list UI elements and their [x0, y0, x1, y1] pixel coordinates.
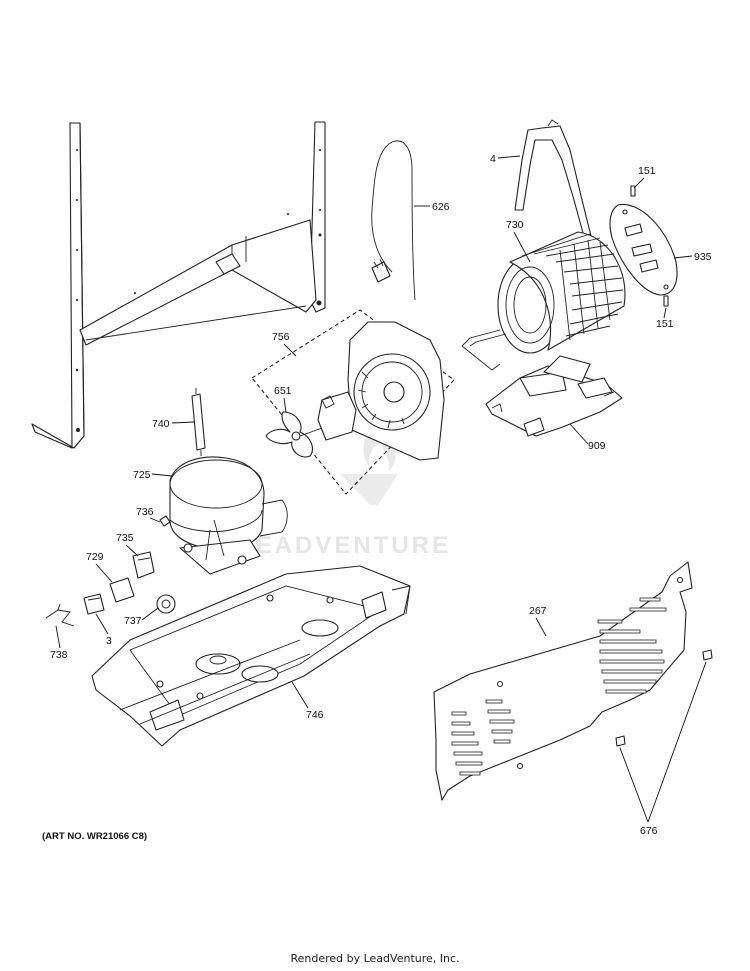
callout-730: 730 [506, 219, 524, 231]
callout-740: 740 [152, 418, 170, 430]
callout-736: 736 [136, 506, 154, 518]
condenser-coil [461, 231, 626, 371]
power-cord [371, 140, 416, 301]
callouts: 4 151 626 730 935 151 756 651 740 909 72… [50, 153, 712, 837]
cover-plate [609, 185, 678, 307]
watermark-text: LEADVENTURE [238, 532, 451, 559]
footer-credit: Rendered by LeadVenture, Inc. [290, 952, 460, 965]
callout-4: 4 [490, 153, 496, 165]
fan-assembly [251, 309, 455, 495]
callout-735: 735 [116, 532, 134, 544]
callout-729: 729 [86, 551, 104, 563]
callout-909: 909 [588, 440, 606, 452]
callout-756: 756 [272, 331, 290, 343]
screws [615, 649, 713, 747]
wire-bracket [514, 119, 593, 245]
mounting-tray [91, 565, 411, 747]
callout-725: 725 [133, 469, 151, 481]
callout-151-top: 151 [638, 165, 656, 177]
callout-746: 746 [306, 709, 324, 721]
watermark: LEADVENTURE [238, 425, 451, 559]
callout-737: 737 [124, 615, 142, 627]
access-panel [433, 561, 693, 801]
drier [191, 388, 206, 456]
art-number: (ART NO. WR21066 C8) [42, 831, 147, 842]
callout-738: 738 [50, 649, 68, 661]
callout-3: 3 [106, 635, 112, 647]
condenser-base [485, 355, 623, 437]
overload-relay-parts [45, 515, 176, 627]
callout-935: 935 [694, 251, 712, 263]
cabinet-panel [31, 121, 326, 449]
callout-267: 267 [529, 605, 547, 617]
callout-151-bottom: 151 [656, 318, 674, 330]
compressor [169, 456, 288, 575]
callout-676: 676 [640, 825, 658, 837]
callout-651: 651 [274, 385, 292, 397]
callout-626: 626 [432, 201, 450, 213]
